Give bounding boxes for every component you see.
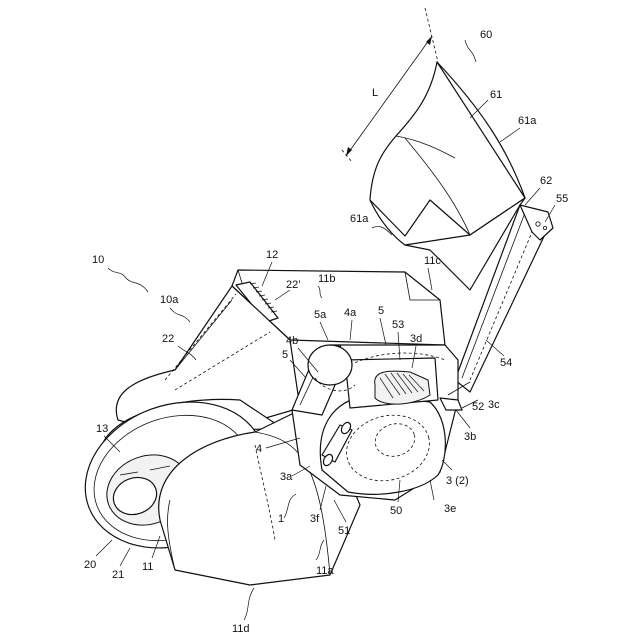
label-3-2: 3 (2) — [446, 475, 469, 487]
label-1: 1 — [278, 513, 284, 525]
label-61a-left: 61a — [350, 213, 369, 225]
label-22-prime: 22’ — [286, 279, 301, 291]
label-13: 13 — [96, 423, 108, 435]
label-L: L — [372, 87, 378, 99]
label-54: 54 — [500, 357, 512, 369]
label-11b: 11b — [318, 273, 336, 285]
label-22: 22 — [162, 333, 174, 345]
label-5-left: 5 — [282, 349, 288, 361]
label-60: 60 — [480, 29, 492, 41]
label-53: 53 — [392, 319, 404, 331]
label-20: 20 — [84, 559, 96, 571]
label-55: 55 — [556, 193, 568, 205]
label-3d: 3d — [410, 333, 422, 345]
label-52: 52 — [472, 401, 484, 413]
label-3a: 3a — [280, 471, 293, 483]
tape-sheet-60 — [342, 8, 525, 290]
label-11d: 11d — [232, 623, 250, 635]
label-61a-top: 61a — [518, 115, 537, 127]
label-4: 4 — [256, 443, 262, 455]
label-4a: 4a — [344, 307, 357, 319]
label-3b: 3b — [464, 431, 476, 443]
label-5a: 5a — [314, 309, 327, 321]
label-3e: 3e — [444, 503, 456, 515]
label-62: 62 — [540, 175, 552, 187]
label-12: 12 — [266, 249, 278, 261]
label-21: 21 — [112, 569, 124, 581]
label-11: 11 — [142, 561, 153, 573]
label-3c: 3c — [488, 399, 500, 411]
label-61: 61 — [490, 89, 502, 101]
label-5-top: 5 — [378, 305, 384, 317]
label-50: 50 — [390, 505, 402, 517]
label-10a: 10a — [160, 294, 179, 306]
label-3f: 3f — [310, 513, 320, 525]
label-51: 51 — [338, 525, 350, 537]
label-10: 10 — [92, 254, 104, 266]
cartridge-3 — [292, 345, 470, 500]
label-11a: 11a — [316, 565, 334, 577]
label-4b: 4b — [286, 335, 298, 347]
label-11c: 11c — [424, 255, 441, 267]
